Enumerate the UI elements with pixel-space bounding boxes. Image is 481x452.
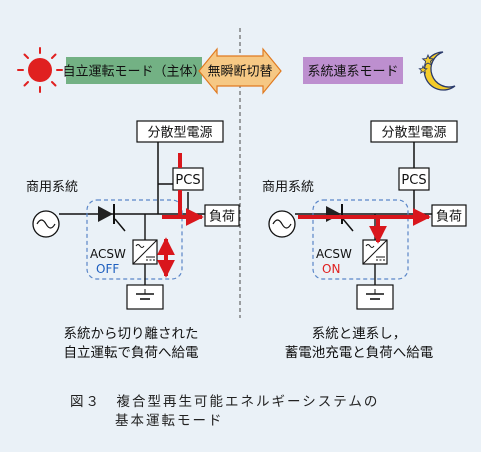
seamless-switch-label: 無瞬断切替	[207, 65, 272, 80]
right-diagram: 分散型電源 PCS 商用系統 ACSW ON	[262, 120, 467, 310]
ac-source-icon	[268, 210, 296, 238]
standalone-mode-label: 自立運転モード（主体）	[62, 65, 205, 80]
left-diagram: 分散型電源 PCS 商用系統 ACSW OFF	[26, 120, 240, 310]
ac-source-icon	[32, 210, 60, 238]
load-label: 負荷	[436, 210, 462, 225]
battery-icon	[356, 284, 394, 310]
figure-caption-line2: 基本運転モード	[115, 413, 224, 429]
acsw-dashed-box	[312, 199, 409, 280]
distributed-source-label: 分散型電源	[381, 126, 446, 141]
pcs-label: PCS	[401, 173, 426, 188]
acsw-label: ACSW	[90, 247, 126, 261]
distributed-source-label: 分散型電源	[147, 126, 212, 141]
figure-caption-line1: 図３ 複合型再生可能エネルギーシステムの	[70, 394, 380, 410]
battery-converter-icon	[362, 239, 388, 265]
seamless-switch-arrow	[198, 47, 282, 95]
load-box	[204, 204, 240, 227]
sun-icon	[17, 47, 63, 93]
moon-icon	[418, 51, 456, 91]
switch-icon	[98, 204, 126, 232]
battery-icon	[126, 284, 164, 310]
pcs-label: PCS	[175, 173, 200, 188]
acsw-label: ACSW	[316, 247, 352, 261]
left-caption-line2: 自立運転で負荷へ給電	[64, 345, 199, 361]
standalone-mode-box	[66, 57, 202, 84]
right-caption-line2: 蓄電池充電と負荷へ給電	[285, 345, 434, 361]
battery-converter-icon	[132, 239, 158, 265]
acsw-state: ON	[322, 262, 340, 276]
distributed-source-box	[136, 120, 224, 143]
pcs-box	[172, 167, 204, 191]
grid-label: 商用系統	[26, 180, 78, 195]
grid-tie-mode-box	[303, 57, 403, 84]
grid-label: 商用系統	[262, 180, 314, 195]
load-label: 負荷	[209, 210, 235, 225]
acsw-dashed-box	[86, 199, 183, 280]
right-caption-line1: 系統と連系し，	[312, 326, 407, 342]
pcs-box	[398, 167, 430, 191]
acsw-state: OFF	[96, 262, 119, 276]
grid-tie-mode-label: 系統連系モード	[307, 65, 398, 80]
left-caption-line1: 系統から切り離された	[64, 326, 199, 342]
load-box	[431, 204, 467, 227]
